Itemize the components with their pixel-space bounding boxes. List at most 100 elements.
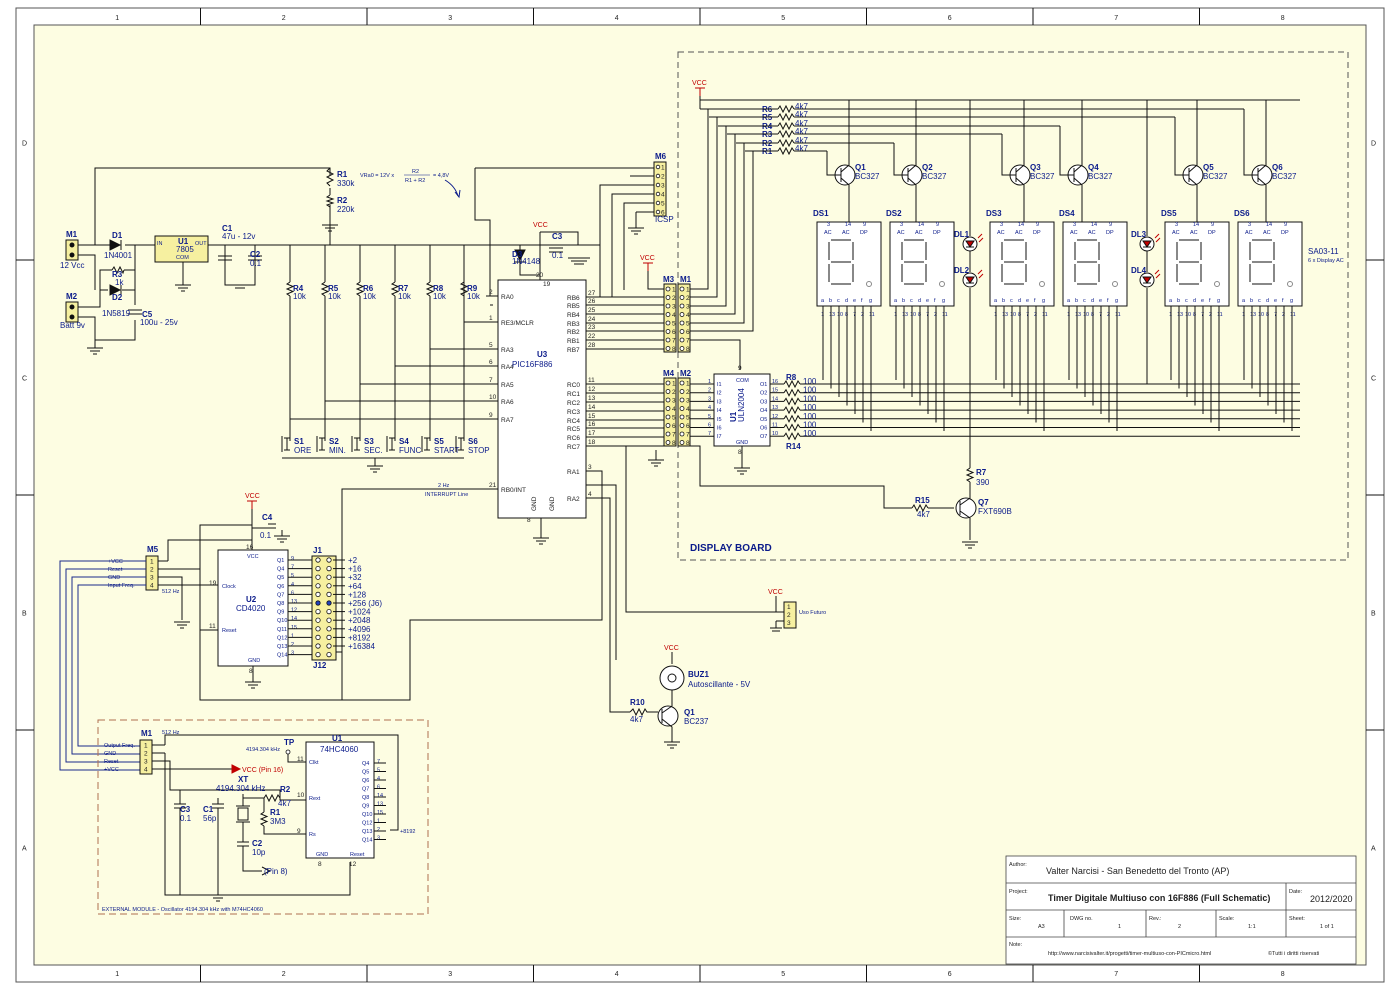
- note-label: Note:: [1009, 942, 1023, 948]
- mcu-pin-name-RB2: RB2: [567, 329, 580, 336]
- tp-label: 4194.304 kHz: [246, 747, 280, 753]
- u2-pin11: 11: [209, 623, 216, 630]
- ratio-label-6: +1024: [348, 608, 371, 617]
- ext-u1-right-pin-8: 2: [377, 827, 380, 833]
- display-bottom-pin-DS2-6: 11: [942, 312, 948, 318]
- m3m1-pin-label-a-6: 6: [672, 329, 676, 336]
- ext-u1-left-pin-1: 10: [297, 792, 305, 799]
- u3-gnd2: GND: [549, 496, 556, 511]
- uln-in-I2: I2: [717, 391, 722, 397]
- c3-value: 0.1: [552, 251, 564, 260]
- m3m1-pin-b: [679, 346, 685, 351]
- ext-c1-value: 56p: [203, 814, 217, 823]
- ext-c3-value: 0.1: [180, 814, 192, 823]
- display-seg-DS2-f: f: [934, 298, 936, 304]
- led-name-DL3: DL3: [1131, 230, 1147, 239]
- u2-out-Q11: Q11: [277, 627, 287, 633]
- display-note: 6 x Display AC: [1308, 258, 1344, 264]
- display-seg-DS2-b: b: [902, 298, 905, 304]
- ext-u1-reset: Reset: [350, 852, 365, 858]
- ext-out-div: +8192: [400, 829, 415, 835]
- m4m2-header-a: [663, 377, 677, 447]
- ext-u1-right-pin-5: 13: [377, 802, 383, 808]
- ext-gnd-wire: [164, 753, 351, 896]
- display-top-name-DS1-2: DP: [860, 230, 868, 236]
- frame-col-bottom-1: 1: [115, 971, 119, 978]
- m5-pin-2: 3: [150, 575, 154, 582]
- jumper-common-wire: [335, 560, 342, 653]
- url: http://www.narcisivalter.it/progetti/tim…: [1048, 951, 1211, 957]
- m4m2-pin-b: [679, 440, 685, 445]
- m5-connector: [145, 555, 159, 591]
- m3m1-pin-label-a-5: 5: [672, 321, 676, 328]
- uln-out-pin-6: 10: [772, 431, 778, 437]
- frame-row-right-C: C: [1371, 376, 1376, 383]
- mcu-pin-name-RA7: RA7: [501, 417, 514, 424]
- display-name-DS3: DS3: [986, 209, 1002, 218]
- mcu-pin-num-RC0: 11: [588, 377, 595, 384]
- frame-col-bottom-2: 2: [282, 971, 286, 978]
- jumper-pin-b: [326, 591, 332, 598]
- c1-name: C1: [222, 224, 233, 233]
- mcu-pin-name-RC3: RC3: [567, 409, 580, 416]
- pullup-name-R8: R8: [433, 284, 444, 293]
- jumper-pin-b: [326, 634, 332, 641]
- int-freq: 2 Hz: [438, 483, 450, 489]
- uln-out-O6: O6: [760, 426, 767, 432]
- display-seg-DS1-b: b: [829, 298, 832, 304]
- buzzer-labels: VCC BUZ1 Autoscillante - 5V R10 4k7 Q1 B…: [630, 645, 751, 726]
- m2-power-value: Batt 9v: [60, 321, 85, 330]
- jumper-pin-a: [315, 608, 321, 615]
- display-bottom-pin-DS6-1: 13: [1250, 312, 1256, 318]
- m5-label-2: GND: [108, 575, 120, 581]
- display-dp-DS6: [1287, 281, 1293, 287]
- r7-value: 390: [976, 478, 990, 487]
- u2-gnd: GND: [248, 658, 260, 664]
- pullup-resistor-R7: [390, 281, 400, 297]
- base-resistor-R4: [777, 121, 795, 131]
- led-name-DL2: DL2: [954, 266, 970, 275]
- future-pin-3: 3: [787, 620, 791, 627]
- ext-caption: EXTERNAL MODULE - Oscillator 4194.304 kH…: [102, 907, 263, 913]
- divider-vcc-arrow: [247, 500, 257, 509]
- display-top-pin-DS4-9: 9: [1109, 222, 1112, 228]
- uln-in-pin-5: 6: [708, 423, 711, 429]
- u1-regulator: [154, 235, 209, 263]
- icsp-label: ICSP: [655, 215, 674, 224]
- display-top-pin-DS2-3: 3: [900, 222, 903, 228]
- pin8-label: (Pin 8): [264, 867, 288, 876]
- uln-out-O2: O2: [760, 391, 767, 397]
- mcu-pin-num-RC2: 13: [588, 395, 596, 402]
- seg-value-4: 100: [803, 412, 817, 421]
- icsp-pin-4: 4: [661, 192, 665, 199]
- display-seg-DS5-g: g: [1217, 298, 1220, 304]
- transistor-base-Q3: [1001, 134, 1016, 176]
- display-top-name-DS2-0: AC: [897, 230, 905, 236]
- m4m2-pin-label-b-2: 2: [686, 389, 690, 396]
- m3m1-pin-label-b-3: 3: [686, 304, 690, 311]
- buzzer-symbol: [659, 665, 685, 691]
- u2-clock: Clock: [222, 584, 236, 590]
- u2-out-pin-9: 1: [291, 633, 294, 639]
- c4-value: 0.1: [260, 531, 272, 540]
- pullup-value-R8: 10k: [433, 292, 447, 301]
- sheet: 1 of 1: [1320, 924, 1334, 930]
- int-label: INTERRUPT Line: [425, 492, 468, 498]
- d3-value: 1N4148: [512, 257, 541, 266]
- u2-out-Q6: Q6: [277, 584, 284, 590]
- r3-name: R3: [112, 270, 123, 279]
- c2-value: 0.1: [250, 259, 262, 268]
- led-glyph-DL4: [1142, 276, 1152, 284]
- display-bottom-pin-DS3-2: 10: [1010, 312, 1016, 318]
- display-bottom-pin-DS5-1: 13: [1177, 312, 1183, 318]
- m3m1-pin-a: [665, 303, 671, 309]
- m4m2-header-b: [677, 377, 691, 447]
- m4m2-pin-label-a-8: 8: [672, 440, 676, 447]
- frame-row-right-A: A: [1371, 846, 1376, 853]
- u1-out: OUT: [195, 241, 207, 247]
- jumper-pin-a: [315, 557, 321, 563]
- display-DS3: [989, 221, 1055, 307]
- display-seg-DS6-d: d: [1266, 298, 1269, 304]
